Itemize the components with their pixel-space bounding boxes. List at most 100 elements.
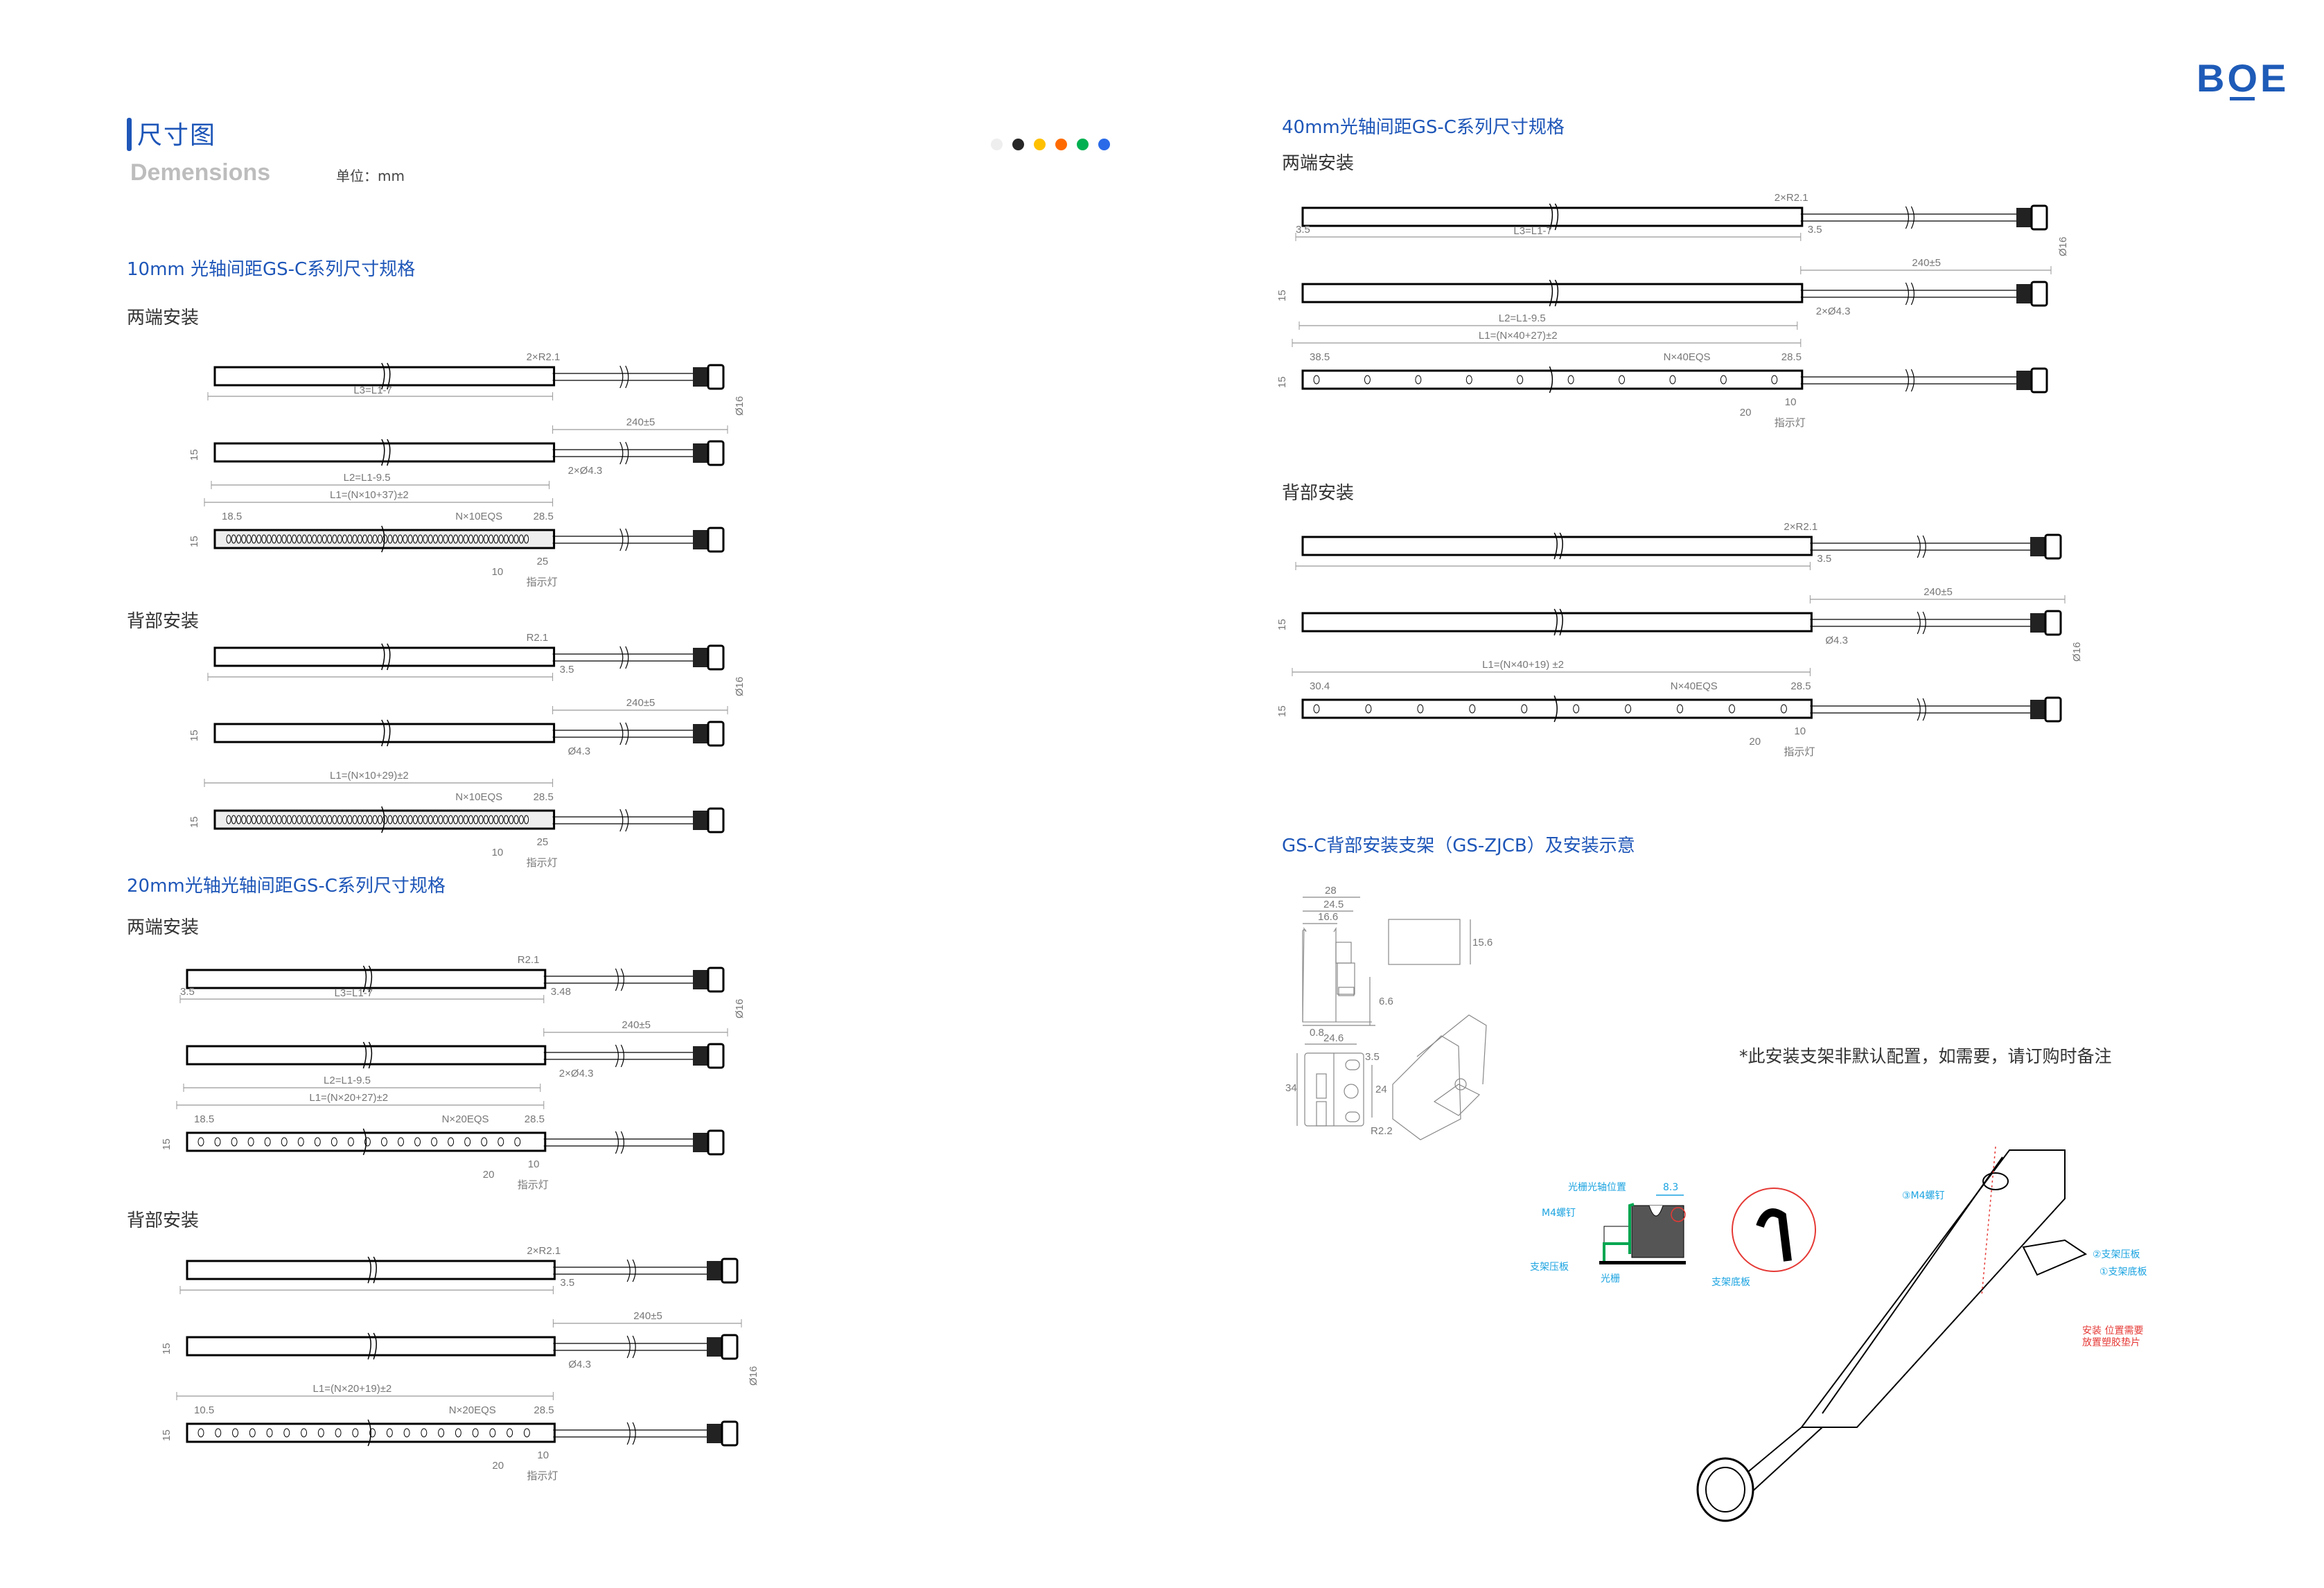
- dimension-label: 10: [1794, 725, 1806, 737]
- optical-axis: [438, 534, 443, 544]
- dimension-label: 28.5: [1790, 680, 1811, 692]
- optical-axis: [1780, 704, 1787, 714]
- break-mark: [615, 1131, 619, 1154]
- break-mark: [381, 643, 385, 671]
- callout-bracket-clamp: 支架压板: [1530, 1262, 1569, 1273]
- optical-axis: [286, 534, 292, 544]
- break-mark: [625, 646, 629, 669]
- dimension-label: N×20EQS: [442, 1113, 489, 1125]
- break-mark: [387, 643, 391, 671]
- connector-head: [707, 440, 725, 466]
- optical-axis: [301, 1428, 308, 1438]
- optical-axis: [226, 815, 231, 824]
- connector-thread: [2030, 537, 2045, 556]
- dimension-label: 指示灯: [527, 857, 558, 869]
- dimension-label: 2×Ø4.3: [568, 465, 603, 477]
- dimension-label: L1=(N×20+19)±2: [313, 1383, 392, 1395]
- bracket-dim-label: 24: [1375, 1084, 1387, 1095]
- dimension-label: 3.5: [1296, 224, 1310, 236]
- optical-axis: [317, 534, 322, 544]
- optical-axis: [488, 815, 494, 824]
- title-accent-bar: [127, 118, 132, 151]
- optical-axis: [1313, 704, 1320, 714]
- break-mark: [368, 1041, 373, 1069]
- dimension-label: L2=L1-9.5: [324, 1075, 371, 1086]
- break-mark: [1549, 279, 1553, 307]
- view-top: 2×R2.13.5: [179, 1245, 739, 1294]
- section-title-10mm: 10mm 光轴间距GS-C系列尺寸规格: [127, 259, 416, 280]
- dimension-label: 240±5: [626, 416, 655, 428]
- optical-axis: [256, 534, 262, 544]
- optical-axis: [481, 1137, 488, 1147]
- dimension-label: 15: [188, 730, 200, 741]
- connector-head: [707, 1043, 725, 1069]
- optical-axis: [1677, 704, 1684, 714]
- dimension-label: N×40EQS: [1664, 351, 1711, 363]
- optical-axis: [231, 534, 236, 544]
- optical-axis: [1415, 375, 1422, 385]
- optical-axis: [276, 534, 282, 544]
- break-mark: [626, 1422, 631, 1445]
- dimension-label: 2×R2.1: [527, 1245, 561, 1257]
- callout-step1-base: ①支架底板: [2099, 1267, 2147, 1278]
- dimension-label: Ø16: [734, 396, 746, 416]
- callout-m4-screw: M4螺钉: [1542, 1208, 1576, 1219]
- optical-axis: [433, 534, 439, 544]
- callout-warning-line2: 放置塑胶垫片: [2082, 1336, 2140, 1348]
- optical-axis: [448, 534, 453, 544]
- break-mark: [368, 965, 373, 993]
- color-dot: [1098, 139, 1110, 150]
- connector-thread: [693, 530, 708, 549]
- optical-axis: [464, 1137, 471, 1147]
- optical-axis: [403, 1428, 410, 1438]
- break-mark: [1910, 206, 1914, 229]
- dimension-label: Ø4.3: [568, 746, 591, 757]
- optical-axis: [327, 815, 333, 824]
- optical-axis: [332, 815, 337, 824]
- optical-axis: [483, 534, 488, 544]
- optical-axis: [377, 534, 382, 544]
- dimension-label: N×20EQS: [449, 1404, 496, 1416]
- optical-axis: [412, 534, 418, 544]
- connector-thread: [693, 1133, 708, 1152]
- optical-axis: [1619, 375, 1626, 385]
- break-mark: [1905, 206, 1909, 229]
- dimension-label: Ø16: [2057, 237, 2069, 256]
- optical-axis: [407, 534, 413, 544]
- dimension-label: 3.5: [560, 664, 574, 676]
- optical-axis: [503, 534, 509, 544]
- color-dot: [1055, 139, 1067, 150]
- optical-axis: [412, 815, 418, 824]
- optical-axis: [423, 815, 428, 824]
- break-mark: [1553, 608, 1558, 636]
- optical-axis: [327, 534, 333, 544]
- callout-step3-screw: ③M4螺钉: [1902, 1190, 1945, 1201]
- connector-thread: [2030, 613, 2045, 633]
- optical-axis: [301, 815, 307, 824]
- break-mark: [1917, 611, 1921, 635]
- callout-dim-8-3: 8.3: [1663, 1182, 1678, 1193]
- page-subtitle: Demensions: [130, 159, 271, 186]
- optical-axis: [458, 534, 464, 544]
- optical-axis: [392, 534, 398, 544]
- dimension-label: L1=(N×40+19) ±2: [1482, 659, 1564, 671]
- dimension-label: 2×R2.1: [1775, 192, 1808, 204]
- break-mark: [1553, 695, 1558, 723]
- optical-axis: [215, 1428, 222, 1438]
- dimension-label: 18.5: [222, 511, 242, 522]
- optical-axis: [398, 534, 403, 544]
- optical-axis: [241, 815, 247, 824]
- optical-axis: [236, 534, 242, 544]
- optical-axis: [1567, 375, 1574, 385]
- optical-axis: [468, 815, 474, 824]
- optical-axis: [322, 815, 327, 824]
- optical-axis: [513, 534, 519, 544]
- dimension-label: N×40EQS: [1671, 680, 1718, 692]
- optical-axis: [347, 1137, 354, 1147]
- optical-axis: [507, 1428, 513, 1438]
